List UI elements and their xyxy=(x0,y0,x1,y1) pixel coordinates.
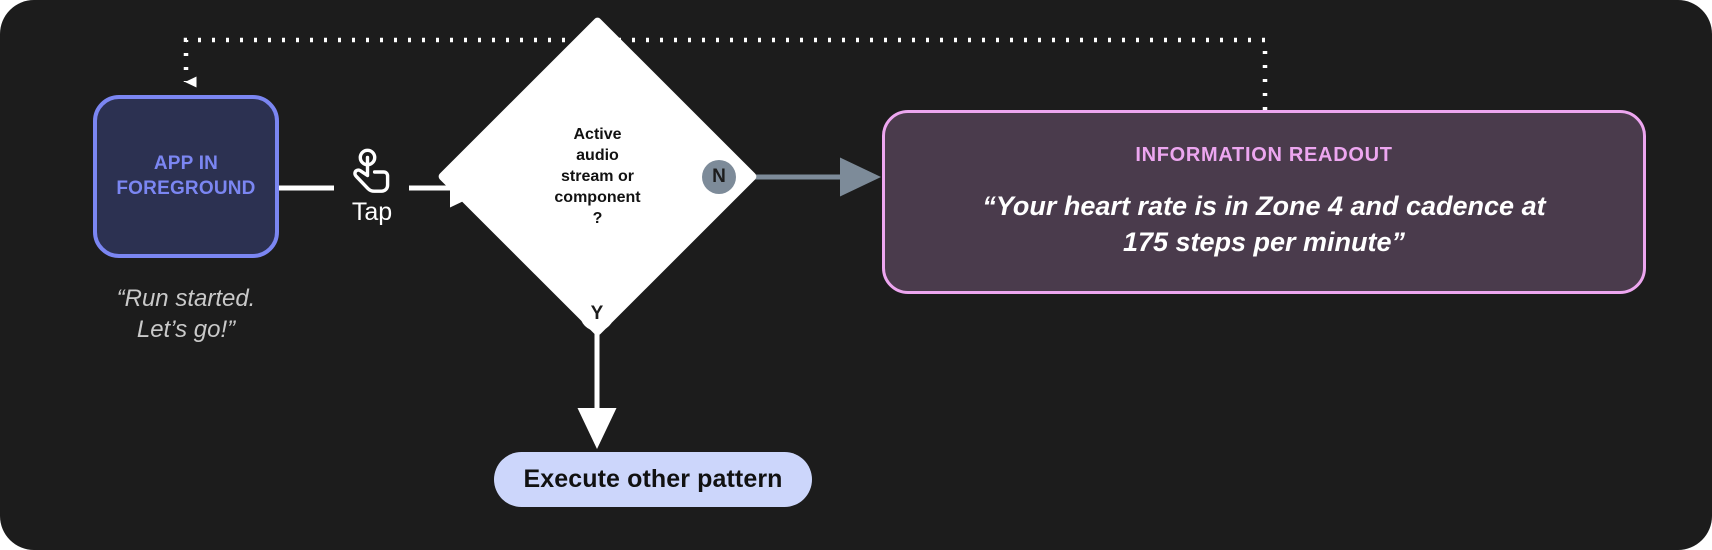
node-execute-other-pattern-label: Execute other pattern xyxy=(523,465,783,493)
gesture-tap-label: Tap xyxy=(351,198,393,226)
branch-badge-no-label: N xyxy=(712,166,726,187)
tap-gesture-icon xyxy=(353,148,390,193)
node-app-in-foreground-label: APP IN FOREGROUND xyxy=(116,153,256,199)
gesture-tap[interactable]: Tap xyxy=(336,148,408,225)
node-decision-label: Active audio stream or component ? xyxy=(554,125,641,228)
node-decision[interactable]: Active audio stream or component ? xyxy=(436,15,759,338)
node-information-readout[interactable]: INFORMATION READOUT “Your heart rate is … xyxy=(882,110,1646,294)
branch-badge-yes-label: Y xyxy=(590,303,604,324)
branch-badge-yes: Y xyxy=(580,297,614,331)
node-information-readout-body: “Your heart rate is in Zone 4 and cadenc… xyxy=(982,190,1546,257)
node-information-readout-title: INFORMATION READOUT xyxy=(1135,143,1393,166)
node-app-in-foreground[interactable]: APP IN FOREGROUND xyxy=(93,95,279,258)
wire-feedback-loop xyxy=(183,37,1268,110)
branch-badge-no: N xyxy=(702,160,736,194)
node-execute-other-pattern[interactable]: Execute other pattern xyxy=(494,452,812,507)
node-app-in-foreground-caption: “Run started. Let’s go!” xyxy=(116,285,256,344)
